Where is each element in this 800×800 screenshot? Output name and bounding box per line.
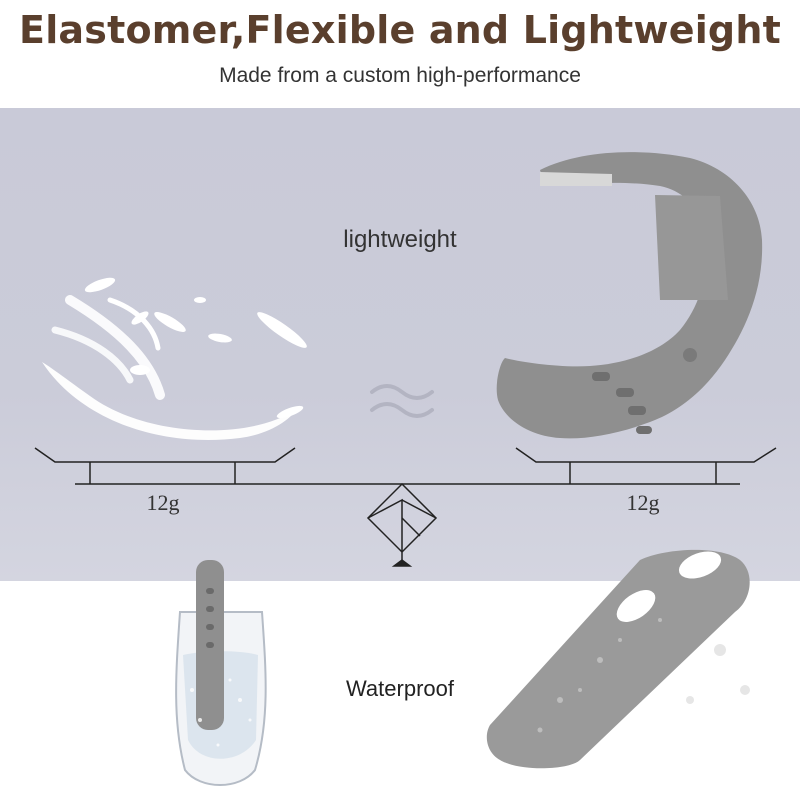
page-title: Elastomer,Flexible and Lightweight — [19, 8, 781, 52]
lightweight-label: lightweight — [343, 226, 457, 253]
water-glass-image — [175, 560, 267, 786]
right-scale-pan — [515, 447, 777, 484]
watch-band-image — [496, 152, 763, 439]
balance-fulcrum-icon — [366, 482, 438, 567]
wet-strap-image — [486, 549, 750, 769]
feathers-image — [42, 277, 307, 440]
page-subtitle: Made from a custom high-performance — [219, 64, 581, 87]
waterproof-label: Waterproof — [345, 676, 454, 701]
left-weight-label: 12g — [146, 490, 180, 515]
header-banner: Elastomer,Flexible and Lightweight Made … — [0, 0, 800, 108]
approx-equal-icon — [370, 384, 434, 418]
left-scale-pan — [34, 447, 296, 484]
right-weight-label: 12g — [626, 490, 660, 515]
